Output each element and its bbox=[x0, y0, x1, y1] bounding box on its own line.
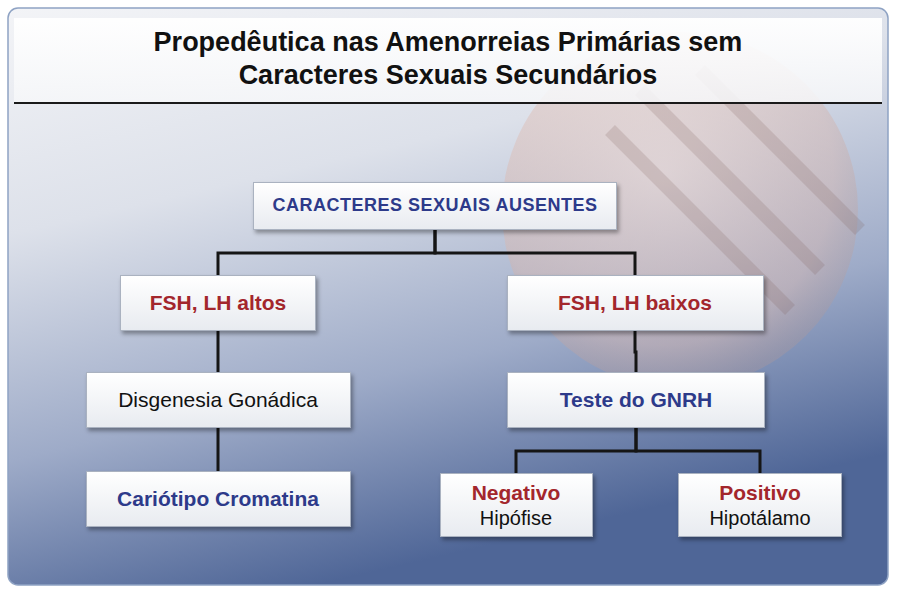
process-box: FSH, LH altos bbox=[120, 275, 316, 331]
box-heading: Negativo bbox=[472, 480, 561, 505]
panel-background bbox=[8, 8, 888, 585]
box-heading: Disgenesia Gonádica bbox=[118, 387, 318, 412]
box-heading: CARACTERES SEXUAIS AUSENTES bbox=[273, 195, 598, 217]
box-text: Hipófise bbox=[480, 506, 552, 530]
process-box: Cariótipo Cromatina bbox=[86, 471, 351, 527]
connector-line bbox=[516, 428, 636, 473]
connector-line bbox=[218, 230, 435, 275]
box-heading: FSH, LH altos bbox=[150, 290, 287, 315]
connector-line bbox=[635, 331, 636, 372]
process-box: Disgenesia Gonádica bbox=[86, 372, 351, 428]
title-rule bbox=[14, 102, 882, 104]
dish-grid-illustration bbox=[610, 70, 860, 310]
process-box: Teste do GNRH bbox=[507, 372, 765, 428]
title-band bbox=[14, 18, 882, 102]
connector-line bbox=[636, 428, 760, 473]
result-box: PositivoHipotálamo bbox=[678, 473, 842, 537]
connector-line bbox=[217, 428, 220, 471]
root-box: CARACTERES SEXUAIS AUSENTES bbox=[253, 182, 617, 230]
box-heading: Teste do GNRH bbox=[560, 387, 712, 412]
box-heading: Cariótipo Cromatina bbox=[117, 486, 319, 511]
box-heading: FSH, LH baixos bbox=[558, 290, 712, 315]
connector-line bbox=[217, 331, 220, 372]
box-heading: Positivo bbox=[719, 480, 801, 505]
process-box: FSH, LH baixos bbox=[507, 275, 764, 331]
box-text: Hipotálamo bbox=[709, 506, 810, 530]
diagram-title: Propedêutica nas Amenorreias Primárias s… bbox=[98, 26, 798, 92]
connector-line bbox=[435, 230, 635, 275]
result-box: NegativoHipófise bbox=[440, 473, 593, 537]
